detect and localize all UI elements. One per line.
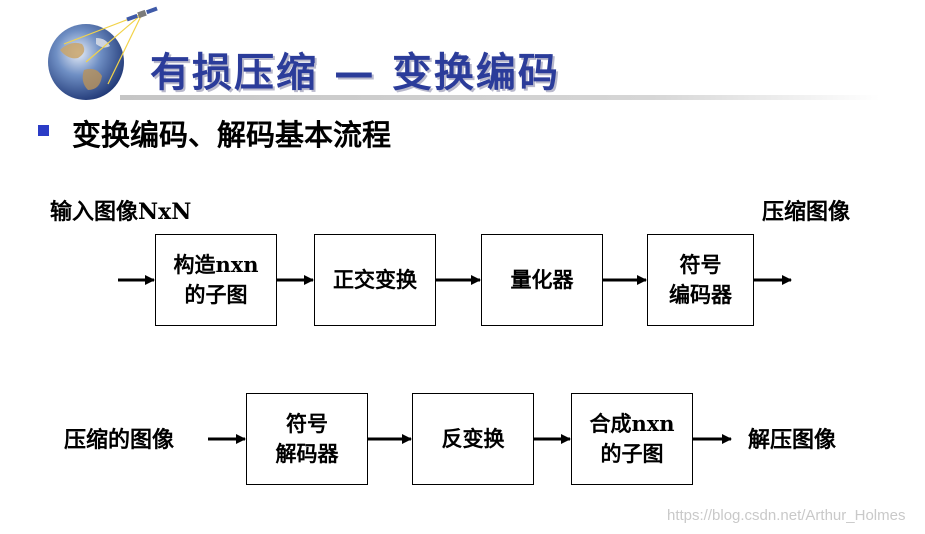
encode-box-subimage: 构造nxn 的子图 [155, 234, 277, 326]
encode-box-subimage-line2: 的子图 [184, 282, 248, 307]
encode-box-symbol-encoder: 符号 编码器 [647, 234, 754, 326]
bullet-text: 变换编码、解码基本流程 [72, 118, 392, 152]
encode-input-label: 输入图像NxN [50, 199, 192, 225]
decode-box-symbol-decoder-line1: 符号 [286, 411, 328, 436]
decode-box-compose-subimage-line1: 合成nxn [589, 411, 675, 436]
watermark: https://blog.csdn.net/Arthur_Holmes [667, 507, 906, 524]
decode-box-inverse-transform: 反变换 [412, 393, 534, 485]
encode-box-orthogonal-transform-label: 正交变换 [333, 267, 417, 292]
bullet-marker [38, 125, 49, 136]
decode-box-compose-subimage-line2: 的子图 [600, 441, 664, 466]
decode-input-label: 压缩的图像 [64, 427, 175, 453]
encode-box-orthogonal-transform: 正交变换 [314, 234, 436, 326]
decode-box-compose-subimage: 合成nxn 的子图 [571, 393, 693, 485]
decode-box-symbol-decoder-line2: 解码器 [275, 441, 339, 466]
decode-output-label: 解压图像 [748, 427, 837, 453]
encode-box-symbol-encoder-line1: 符号 [679, 252, 722, 277]
slide-title: 有损压缩 — 变换编码 [150, 50, 560, 96]
decode-box-symbol-decoder: 符号 解码器 [246, 393, 368, 485]
decode-box-inverse-transform-label: 反变换 [441, 426, 505, 451]
encode-box-subimage-line1: 构造nxn [173, 252, 259, 277]
globe-satellite-icon [48, 6, 158, 100]
encode-box-symbol-encoder-line2: 编码器 [669, 282, 732, 307]
encode-box-quantizer: 量化器 [481, 234, 603, 326]
encode-box-quantizer-label: 量化器 [510, 267, 574, 292]
encode-output-label: 压缩图像 [762, 199, 851, 225]
title-underline [120, 95, 880, 100]
